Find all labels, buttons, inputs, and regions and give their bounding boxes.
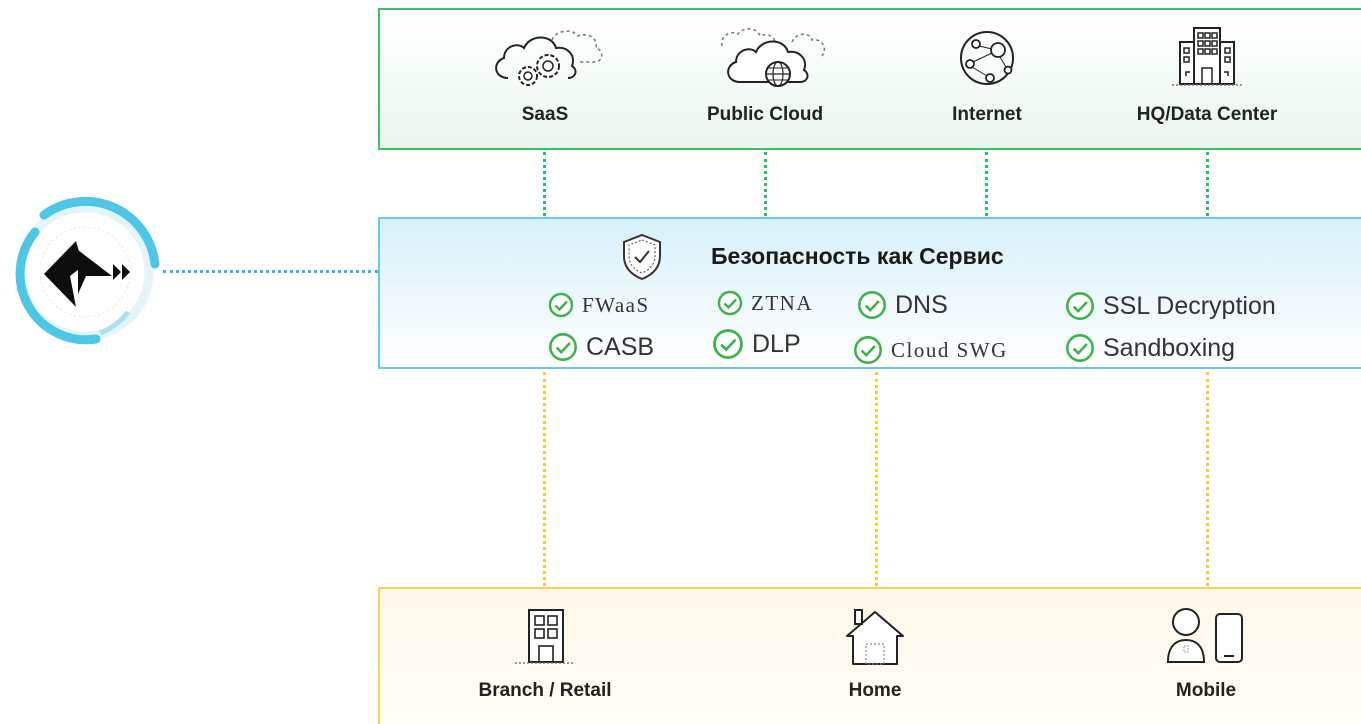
feature-label: DNS bbox=[895, 290, 948, 319]
check-circle-icon bbox=[548, 292, 574, 318]
destination-hq: HQ/Data Center bbox=[1132, 24, 1282, 134]
shield-check-icon bbox=[623, 233, 661, 281]
cloud-globe-icon bbox=[721, 28, 826, 87]
check-circle-icon bbox=[713, 329, 743, 359]
feature-label: FWaaS bbox=[582, 292, 650, 317]
house-icon bbox=[846, 609, 904, 665]
feature-label: SSL Decryption bbox=[1103, 291, 1276, 320]
feature-cloud-swg: Cloud SWG bbox=[853, 335, 1008, 365]
office-building-icon bbox=[1172, 27, 1242, 86]
connector-saas bbox=[543, 152, 546, 216]
check-circle-icon bbox=[854, 336, 882, 364]
cloud-gears-icon bbox=[495, 30, 603, 86]
feature-label: CASB bbox=[586, 332, 655, 361]
connector-home bbox=[875, 372, 878, 586]
connector-internet bbox=[985, 152, 988, 216]
brand-logo bbox=[8, 194, 162, 350]
source-label: Branch / Retail bbox=[478, 680, 612, 701]
feature-ssl-decryption: SSL Decryption bbox=[1065, 291, 1276, 321]
check-circle-icon bbox=[858, 291, 886, 319]
user-phone-icon bbox=[1166, 608, 1243, 663]
check-circle-icon bbox=[549, 333, 577, 361]
connector-hq bbox=[1206, 152, 1209, 216]
feature-label: Sandboxing bbox=[1103, 333, 1236, 362]
source-home: Home bbox=[790, 606, 960, 706]
feature-label: Cloud SWG bbox=[891, 337, 1008, 362]
destination-internet: Internet bbox=[912, 24, 1062, 134]
destination-label: HQ/Data Center bbox=[1136, 104, 1278, 125]
source-label: Home bbox=[848, 680, 902, 701]
destination-label: Internet bbox=[952, 104, 1022, 125]
check-circle-icon bbox=[717, 290, 743, 316]
feature-label: DLP bbox=[752, 329, 801, 358]
feature-dlp: DLP bbox=[712, 328, 801, 360]
brand-logo-icon bbox=[15, 196, 160, 345]
feature-dns: DNS bbox=[857, 290, 948, 320]
check-circle-icon bbox=[1066, 334, 1094, 362]
destination-label: SaaS bbox=[521, 104, 569, 125]
connector-mobile bbox=[1206, 372, 1209, 586]
source-mobile: Mobile bbox=[1121, 606, 1291, 706]
feature-label: ZTNA bbox=[751, 290, 813, 315]
destination-label: Public Cloud bbox=[706, 104, 824, 125]
connector-branch bbox=[543, 372, 546, 586]
feature-fwaas: FWaaS bbox=[548, 292, 650, 318]
feature-ztna: ZTNA bbox=[717, 290, 813, 316]
logo-connector-line bbox=[163, 270, 378, 273]
feature-sandboxing: Sandboxing bbox=[1065, 333, 1235, 363]
network-globe-icon bbox=[960, 31, 1014, 85]
check-circle-icon bbox=[1066, 292, 1094, 320]
connector-public-cloud bbox=[764, 152, 767, 216]
service-title: Безопасность как Сервис bbox=[711, 243, 1004, 269]
destination-saas: SaaS bbox=[470, 24, 620, 134]
source-branch-retail: Branch / Retail bbox=[460, 606, 630, 706]
feature-casb: CASB bbox=[548, 332, 654, 362]
source-label: Mobile bbox=[1175, 680, 1237, 701]
destination-public-cloud: Public Cloud bbox=[690, 24, 840, 134]
branch-building-icon bbox=[515, 609, 575, 664]
